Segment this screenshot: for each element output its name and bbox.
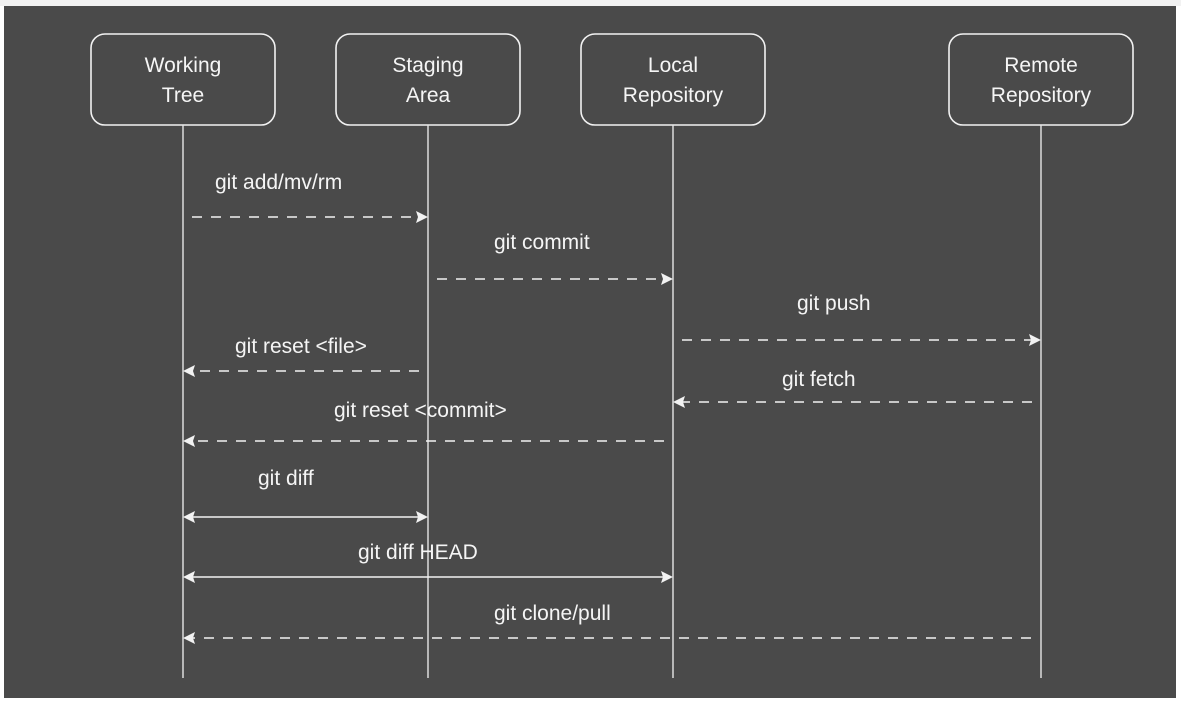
participant-box-working-tree <box>90 33 276 126</box>
participant-label-local-repository-line2: Repository <box>623 84 724 107</box>
arrowhead-right-icon <box>661 571 673 583</box>
arrowhead-right-icon <box>416 511 428 523</box>
message-label-git-push: git push <box>797 292 871 315</box>
message-git-fetch: git fetch <box>673 368 1032 408</box>
participant-box-staging-area <box>335 33 521 126</box>
arrowhead-left-icon <box>183 435 195 447</box>
participant-working-tree: Working Tree <box>90 33 276 678</box>
participant-label-remote-repository-line2: Repository <box>991 84 1092 107</box>
message-label-git-reset-file: git reset <file> <box>235 335 367 358</box>
top-strip <box>0 0 1181 6</box>
message-label-git-commit: git commit <box>494 231 590 254</box>
message-git-diff-head: git diff HEAD <box>183 541 673 583</box>
participant-staging-area: Staging Area <box>335 33 521 678</box>
arrowhead-left-icon <box>183 632 195 644</box>
participant-label-staging-area-line1: Staging <box>392 54 463 77</box>
participant-box-remote-repository <box>948 33 1134 126</box>
participant-label-remote-repository-line1: Remote <box>1004 54 1078 77</box>
message-git-commit: git commit <box>437 231 673 285</box>
participant-label-working-tree-line1: Working <box>145 54 222 77</box>
participant-box-local-repository <box>580 33 766 126</box>
arrowhead-right-icon <box>416 211 428 223</box>
message-label-git-add-mv-rm: git add/mv/rm <box>215 171 342 194</box>
arrowhead-left-icon <box>673 396 685 408</box>
message-git-add-mv-rm: git add/mv/rm <box>192 171 428 223</box>
message-git-clone-pull: git clone/pull <box>183 602 1031 644</box>
arrowhead-right-icon <box>1029 334 1041 346</box>
message-git-push: git push <box>682 292 1041 346</box>
message-label-git-fetch: git fetch <box>782 368 856 391</box>
arrowhead-right-icon <box>661 273 673 285</box>
message-git-diff: git diff <box>183 467 428 523</box>
participant-remote-repository: Remote Repository <box>948 33 1134 678</box>
message-git-reset-file: git reset <file> <box>183 335 419 377</box>
participant-label-local-repository-line1: Local <box>648 54 698 77</box>
message-label-git-reset-commit: git reset <commit> <box>334 399 507 422</box>
diagram-canvas <box>4 6 1176 698</box>
participant-label-working-tree-line2: Tree <box>162 84 204 107</box>
arrowhead-left-icon <box>183 365 195 377</box>
arrowhead-left-icon <box>183 511 195 523</box>
message-label-git-clone-pull: git clone/pull <box>494 602 611 625</box>
message-label-git-diff: git diff <box>258 467 314 490</box>
message-git-reset-commit: git reset <commit> <box>183 399 664 447</box>
participant-label-staging-area-line2: Area <box>406 84 451 107</box>
arrowhead-left-icon <box>183 571 195 583</box>
participant-local-repository: Local Repository <box>580 33 766 678</box>
message-label-git-diff-head: git diff HEAD <box>358 541 478 564</box>
